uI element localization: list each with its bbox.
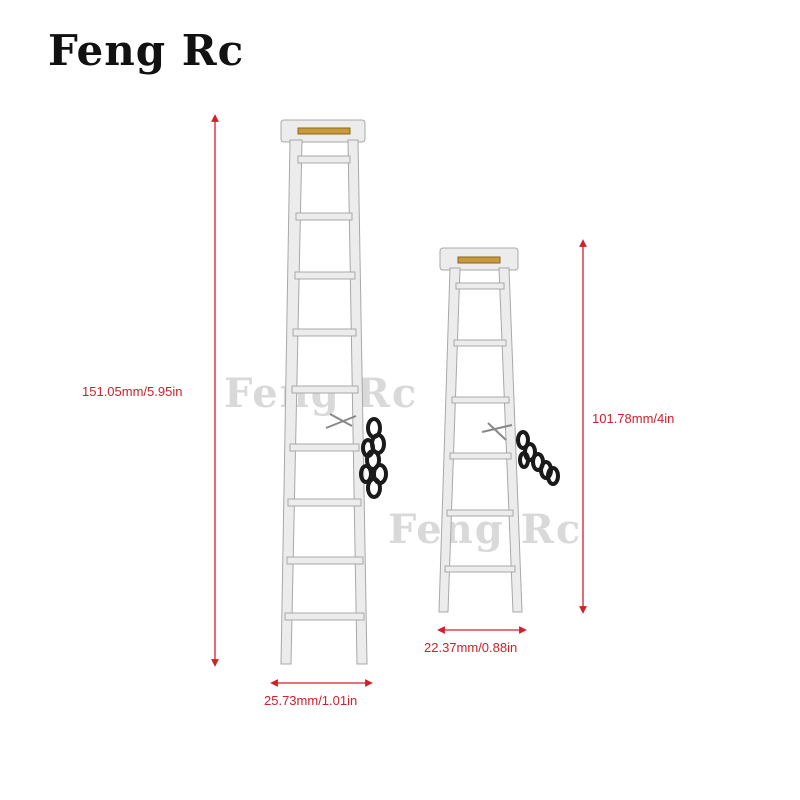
- large-ladder-rungs: [284, 155, 365, 621]
- large-ladder-width-label: 25.73mm/1.01in: [264, 693, 358, 708]
- large-ladder-chain: [359, 417, 388, 499]
- small-ladder-rungs: [444, 282, 516, 573]
- small-ladder-height-label: 101.78mm/4in: [592, 411, 675, 426]
- small-ladder: [438, 247, 523, 613]
- small-ladder-chain: [516, 430, 560, 486]
- large-ladder: [280, 119, 368, 665]
- small-ladder-width-label: 22.37mm/0.88in: [424, 640, 518, 655]
- brand-logo: Feng Rc: [48, 26, 245, 75]
- large-ladder-height-label: 151.05mm/5.95in: [82, 384, 183, 399]
